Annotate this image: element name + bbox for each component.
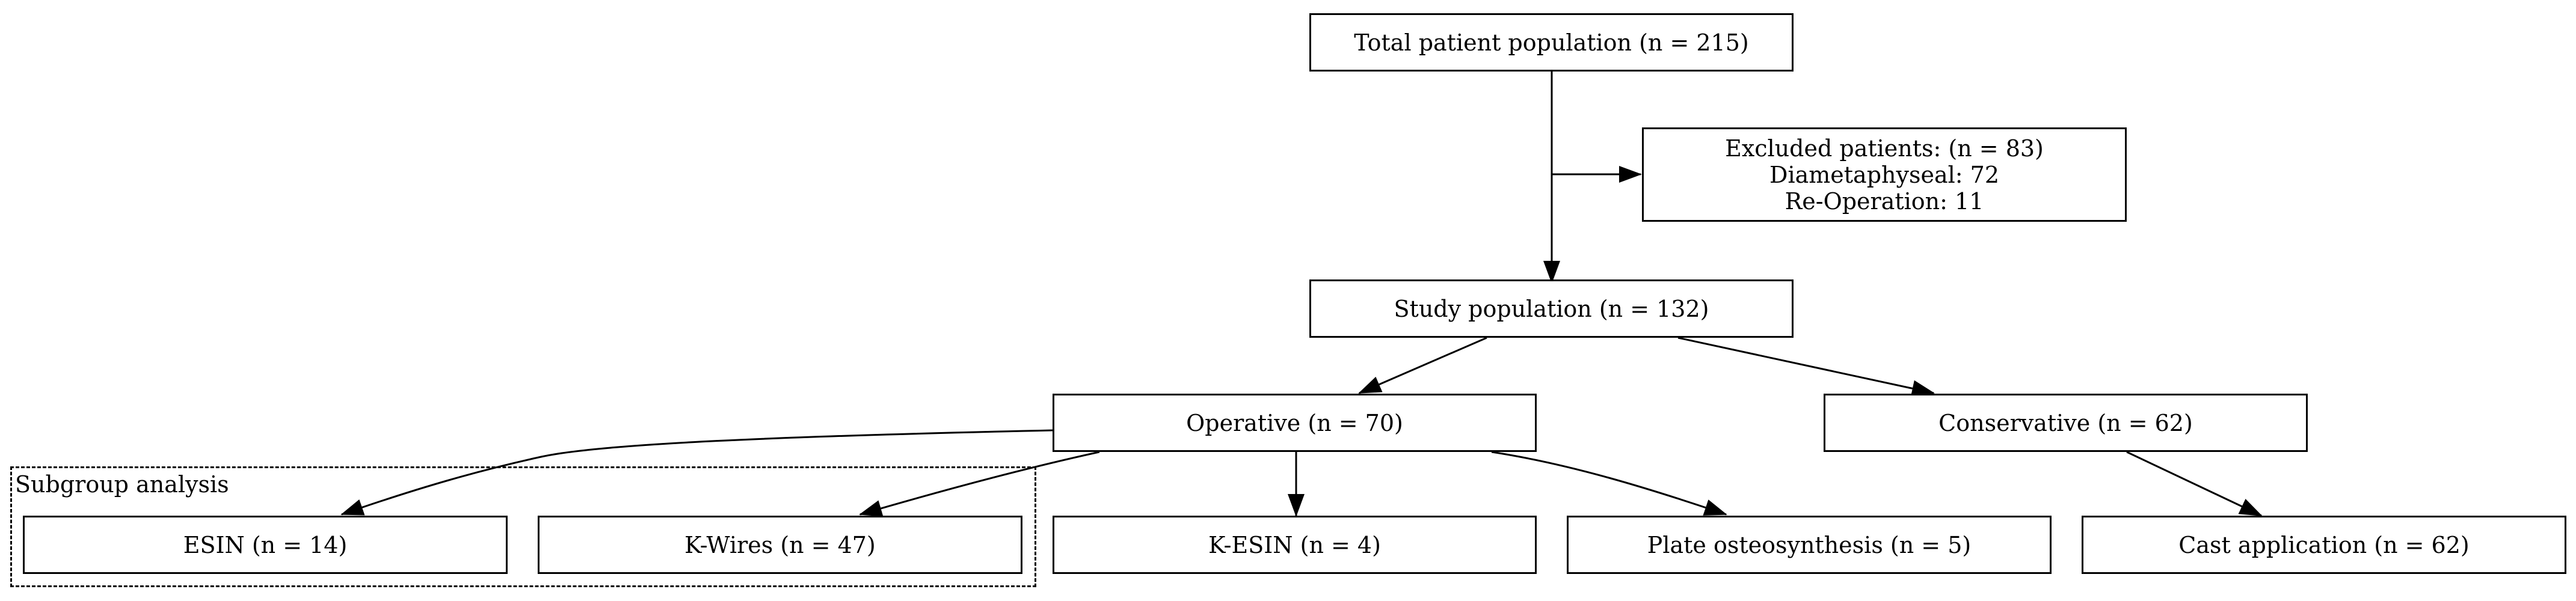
node-excluded-patients: Excluded patients: (n = 83) Diametaphyse… [1642, 127, 2127, 222]
node-operative-label: Operative (n = 70) [1186, 409, 1403, 436]
node-cast-application-label: Cast application (n = 62) [2178, 531, 2470, 558]
node-conservative: Conservative (n = 62) [1824, 394, 2308, 452]
node-study-population: Study population (n = 132) [1309, 279, 1794, 338]
node-plate-osteosynthesis-label: Plate osteosynthesis (n = 5) [1647, 531, 1972, 558]
node-plate-osteosynthesis: Plate osteosynthesis (n = 5) [1567, 516, 2052, 574]
subgroup-analysis-label: Subgroup analysis [15, 471, 229, 498]
node-conservative-label: Conservative (n = 62) [1938, 409, 2193, 436]
edge-operative-to-plate [1491, 451, 1727, 516]
node-study-population-label: Study population (n = 132) [1394, 295, 1709, 322]
node-k-esin-label: K-ESIN (n = 4) [1208, 531, 1381, 558]
node-k-esin: K-ESIN (n = 4) [1053, 516, 1537, 574]
edge-study-to-operative [1358, 337, 1487, 394]
node-k-wires: K-Wires (n = 47) [538, 516, 1022, 574]
node-total-population: Total patient population (n = 215) [1309, 13, 1794, 72]
node-excluded-line-3: Re-Operation: 11 [1784, 188, 1984, 215]
node-esin: ESIN (n = 14) [23, 516, 508, 574]
edge-operative-to-esin [340, 429, 1053, 516]
edge-study-to-conservative [1677, 337, 1935, 397]
node-esin-label: ESIN (n = 14) [183, 531, 348, 558]
edge-conservative-to-cast [2126, 451, 2263, 517]
node-total-population-label: Total patient population (n = 215) [1354, 29, 1749, 56]
edge-operative-to-kwires [859, 451, 1100, 517]
node-excluded-line-2: Diametaphyseal: 72 [1769, 161, 2000, 188]
node-excluded-line-1: Excluded patients: (n = 83) [1725, 135, 2044, 162]
node-k-wires-label: K-Wires (n = 47) [684, 531, 876, 558]
subgroup-analysis-box [10, 466, 1036, 587]
node-cast-application: Cast application (n = 62) [2082, 516, 2566, 574]
node-operative: Operative (n = 70) [1053, 394, 1537, 452]
